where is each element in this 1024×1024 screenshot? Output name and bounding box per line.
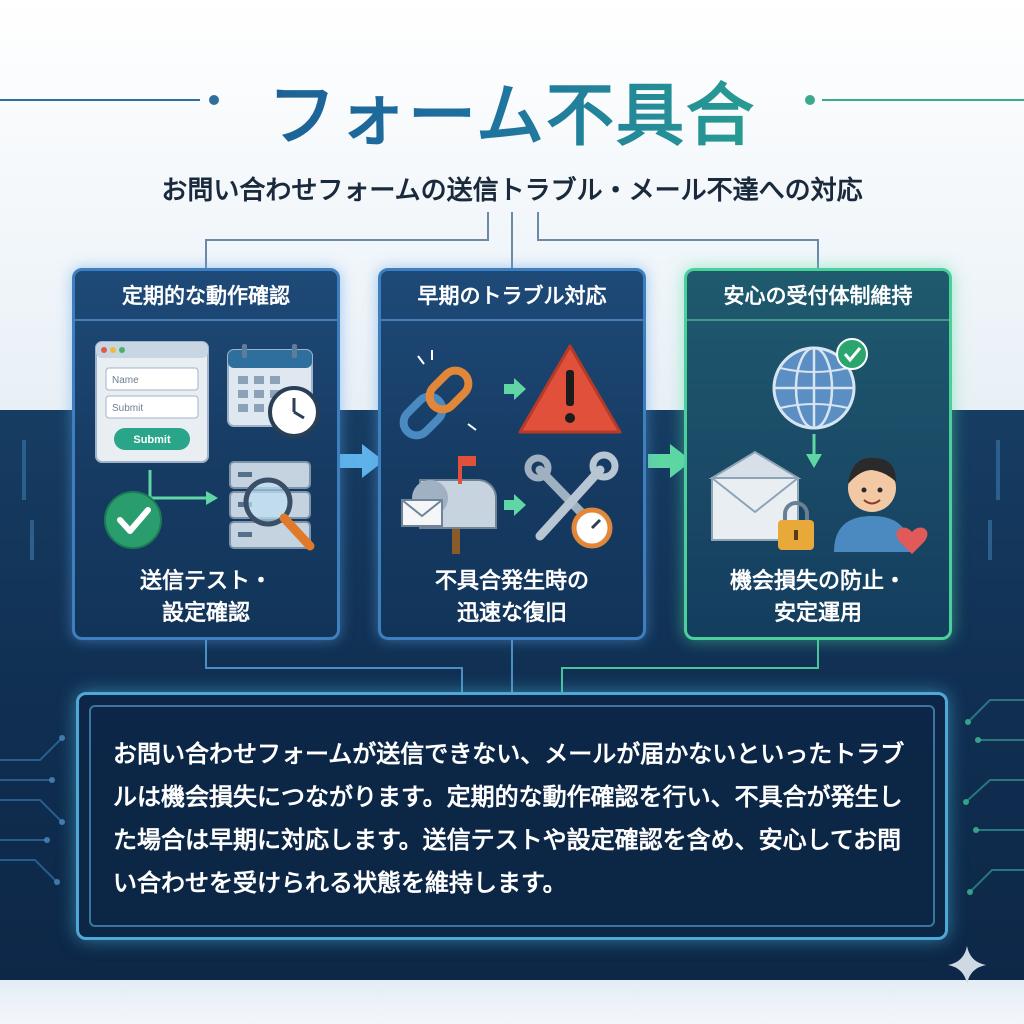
card-caption: 機会損失の防止・ 安定運用 <box>687 566 949 630</box>
description-inner-border <box>89 705 935 927</box>
arrow-right-icon <box>340 444 384 478</box>
page-subtitle: お問い合わせフォームの送信トラブル・メール不達への対応 <box>161 176 863 206</box>
sparkle-icon <box>948 946 986 984</box>
card-early-response: 早期のトラブル対応 不具合発生時の 迅速な復旧 <box>378 268 646 640</box>
card-caption: 不具合発生時の 迅速な復旧 <box>381 566 643 630</box>
description-panel: お問い合わせフォームが送信できない、メールが届かないといったトラブルは機会損失に… <box>76 692 948 940</box>
description-text: お問い合わせフォームが送信できない、メールが届かないといったトラブルは機会損失に… <box>113 740 905 897</box>
arrow-right-icon <box>648 444 692 478</box>
card-stable-operation: 安心の受付体制維持 機会損失の防止・ 安定運用 <box>684 268 952 640</box>
card-caption-line: 迅速な復旧 <box>456 601 567 626</box>
card-heading: 早期のトラブル対応 <box>381 271 643 321</box>
card-caption-line: 安定運用 <box>773 601 862 626</box>
card-caption: 送信テスト・ 設定確認 <box>75 566 337 630</box>
card-caption-line: 設定確認 <box>161 601 250 626</box>
card-caption-line: 機会損失の防止・ <box>729 569 906 594</box>
page-title: フォーム不具合 <box>0 60 1024 159</box>
card-caption-line: 送信テスト・ <box>139 569 272 594</box>
background-footer <box>0 980 1024 1024</box>
card-caption-line: 不具合発生時の <box>434 569 589 594</box>
card-heading: 定期的な動作確認 <box>75 271 337 321</box>
card-heading: 安心の受付体制維持 <box>687 271 949 321</box>
card-periodic-check: 定期的な動作確認 送信テスト・ 設定確認 <box>72 268 340 640</box>
